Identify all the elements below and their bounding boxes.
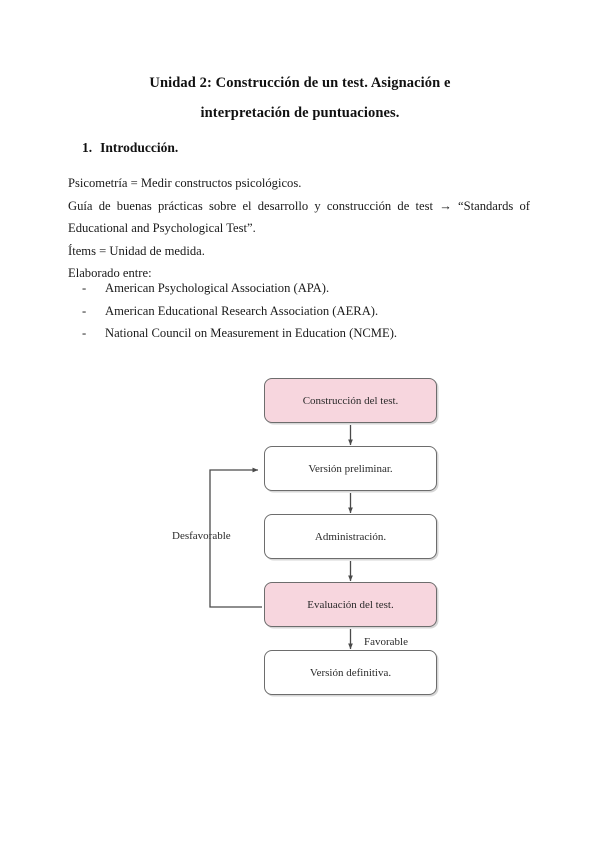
flow-node-label: Evaluación del test.	[307, 598, 394, 611]
list-item: - American Psychological Association (AP…	[82, 277, 522, 300]
organization-list: - American Psychological Association (AP…	[82, 277, 522, 345]
edge-feedback-desfavorable	[209, 467, 262, 608]
list-item-label: National Council on Measurement in Educa…	[105, 326, 398, 340]
list-marker: -	[82, 326, 87, 340]
flow-node-administracion[interactable]: Administración.	[264, 514, 437, 559]
section-number: 1.	[82, 140, 93, 155]
page-title: Unidad 2: Construcción de un test. Asign…	[68, 68, 532, 128]
section-title: Introducción.	[100, 140, 179, 155]
paragraph-psicometria: Psicometría = Medir constructos psicológ…	[68, 176, 302, 190]
flow-node-evaluacion[interactable]: Evaluación del test.	[264, 582, 437, 627]
paragraph-guia: Guía de buenas prácticas sobre el desarr…	[68, 198, 530, 236]
paragraph-elaborado: Elaborado entre:	[68, 266, 152, 280]
page-title-line-1: Unidad 2: Construcción de un test. Asign…	[149, 75, 451, 91]
flow-node-label: Versión definitiva.	[309, 666, 392, 679]
flow-node-preliminar[interactable]: Versión preliminar.	[264, 446, 437, 491]
edge-label-favorable: Favorable	[364, 636, 408, 648]
section-heading: 1. Introducción.	[82, 140, 178, 156]
flowchart-diagram: Construcción del test. Versión prelimina…	[0, 360, 600, 720]
flow-node-construccion[interactable]: Construcción del test.	[264, 378, 437, 423]
body-text: Psicometría = Medir constructos psicológ…	[68, 172, 530, 285]
edge-label-desfavorable: Desfavorable	[172, 530, 231, 542]
list-item-label: American Psychological Association (APA)…	[105, 281, 330, 295]
list-marker: -	[82, 281, 87, 295]
flow-node-definitiva[interactable]: Versión definitiva.	[264, 650, 437, 695]
flowchart-connectors	[209, 425, 353, 650]
flow-node-label: Construcción del test.	[302, 394, 399, 407]
flow-node-label: Versión preliminar.	[308, 462, 393, 475]
paragraph-items: Ítems = Unidad de medida.	[68, 243, 205, 258]
list-item-label: American Educational Research Associatio…	[105, 303, 379, 318]
list-item: - American Educational Research Associat…	[82, 300, 522, 323]
list-item: - National Council on Measurement in Edu…	[82, 322, 522, 345]
flow-node-label: Administración.	[314, 530, 387, 543]
list-marker: -	[82, 303, 87, 318]
page-title-line-2: interpretación de puntuaciones.	[200, 105, 400, 121]
